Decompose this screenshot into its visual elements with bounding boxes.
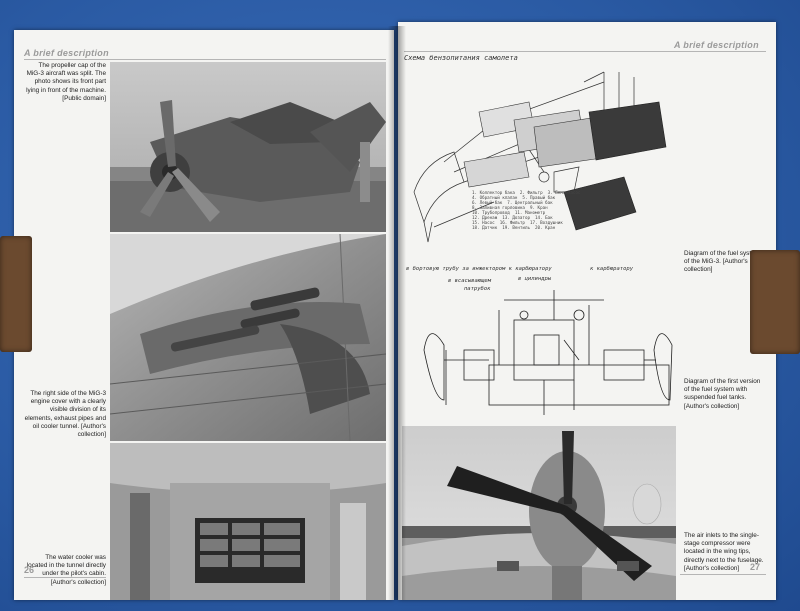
caption-first-version: Diagram of the first version of the fuel… — [684, 378, 761, 410]
left-footer-rule — [24, 577, 106, 578]
left-page: A brief description The propeller cap — [14, 30, 394, 600]
book-gutter — [388, 26, 406, 600]
diagram1-title: Схема бензопитания самолета — [404, 54, 518, 62]
photo-water-cooler — [110, 443, 386, 600]
right-header-rule — [404, 51, 766, 52]
diagram2-label-c: в цилиндры — [518, 276, 552, 282]
left-cork-holder — [0, 236, 32, 352]
left-page-number: 26 — [24, 565, 35, 575]
right-cork-holder — [750, 250, 800, 354]
photo-engine-cover — [110, 234, 386, 441]
right-page: A brief description Схема бензопитания с… — [398, 22, 776, 600]
diagram-legend: 1. Коллектор бака 2. Фильтр 3. Бензонасо… — [472, 190, 581, 230]
right-footer-rule — [680, 574, 766, 575]
caption-water-cooler: The water cooler was located in the tunn… — [26, 554, 106, 586]
right-page-header: A brief description — [674, 40, 759, 50]
caption-engine-cover: The right side of the MiG-3 engine cover… — [24, 390, 106, 439]
diagram2-label-b: к карбюратору — [590, 266, 634, 272]
photo-crashed-aircraft — [110, 62, 386, 232]
fuel-system-diagram: Схема бензопитания самолета — [404, 52, 672, 264]
right-page-number: 27 — [750, 562, 761, 572]
diagram2-label-d: в всасывающем — [448, 278, 492, 284]
diagram2-label-a: в бортовую трубу за инжектором к карбюра… — [406, 266, 552, 272]
left-page-header: A brief description — [24, 48, 109, 58]
caption-air-inlets: The air inlets to the single-stage compr… — [684, 532, 764, 572]
caption-fuel-system: Diagram of the fuel system of the MiG-3.… — [684, 250, 761, 274]
photo-air-inlets — [402, 426, 676, 600]
suspended-tanks-diagram: в бортовую трубу за инжектором к карбюра… — [404, 250, 680, 422]
caption-propeller-cap: The propeller cap of the MiG-3 aircraft … — [26, 62, 106, 102]
diagram2-label-e: патрубок — [464, 286, 491, 292]
left-header-rule — [24, 59, 386, 60]
